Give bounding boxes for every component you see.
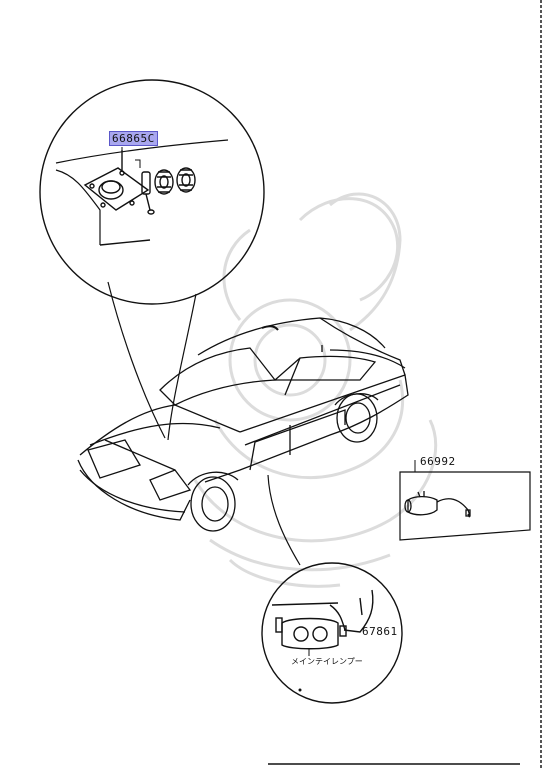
side-part-box bbox=[399, 460, 531, 541]
car-illustration bbox=[77, 317, 409, 532]
bottom-detail-circle bbox=[261, 474, 403, 704]
part-number-label-side[interactable]: 66992 bbox=[420, 455, 456, 468]
watermark-emblem bbox=[193, 192, 438, 588]
part-number-label-top[interactable]: 66865C bbox=[109, 131, 158, 146]
top-detail-circle bbox=[39, 79, 265, 441]
lamp-note-label: メインテイレンプー bbox=[291, 657, 363, 666]
part-number-label-bottom[interactable]: 67861 bbox=[362, 625, 398, 638]
